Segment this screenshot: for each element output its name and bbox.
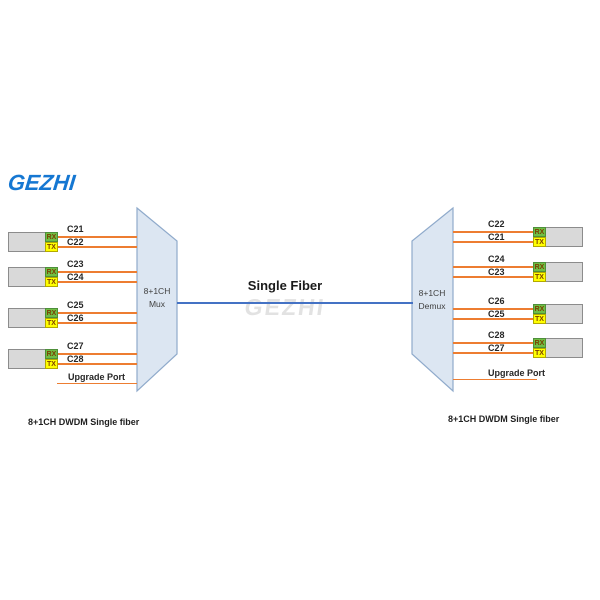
tx-port: TX (45, 318, 58, 328)
channel-line-tx (58, 281, 137, 283)
channel-line-tx (453, 276, 533, 278)
rx-port: RX (45, 232, 58, 242)
channel-line-rx (453, 266, 533, 268)
left-transceiver-row: RX TX C23 C24 (8, 259, 137, 287)
channel-line-rx (453, 231, 533, 233)
channel-label: C23 (67, 258, 84, 269)
rx-port: RX (533, 227, 546, 237)
rx-port: RX (533, 304, 546, 314)
transceiver-module: RX TX (533, 227, 583, 247)
channel-line-rx (58, 312, 137, 314)
channel-line-tx (453, 318, 533, 320)
right-caption: 8+1CH DWDM Single fiber (448, 414, 560, 424)
upgrade-port-label: Upgrade Port (68, 372, 126, 382)
tx-port: TX (533, 314, 546, 324)
transceiver-module: RX TX (8, 267, 58, 287)
rx-port: RX (533, 262, 546, 272)
demux-trapezoid (411, 206, 454, 393)
channel-label: C25 (67, 299, 84, 310)
channel-line-tx (58, 363, 137, 365)
channel-label: C28 (67, 353, 84, 364)
right-transceiver-row: RX TX C22 C21 (453, 219, 583, 247)
mux-title-line1: 8+1CH (143, 286, 171, 296)
upgrade-port-label: Upgrade Port (488, 368, 546, 378)
channel-line-rx (58, 353, 137, 355)
left-transceiver-row: RX TX C25 C26 (8, 300, 137, 328)
channel-label: C21 (488, 231, 505, 242)
channel-line-rx (58, 271, 137, 273)
upgrade-port-line (453, 378, 537, 380)
single-fiber-label: Single Fiber (247, 278, 323, 293)
tx-port: TX (533, 272, 546, 282)
channel-label: C22 (67, 236, 84, 247)
rx-port: RX (45, 267, 58, 277)
channel-label: C24 (488, 253, 505, 264)
channel-line-tx (453, 352, 533, 354)
mux-title-line2: Mux (148, 298, 166, 309)
transceiver-module: RX TX (533, 338, 583, 358)
right-transceiver-row: RX TX C28 C27 (453, 330, 583, 358)
channel-label: C25 (488, 308, 505, 319)
rx-port: RX (45, 349, 58, 359)
left-transceiver-row: RX TX C27 C28 (8, 341, 137, 369)
rx-port: RX (45, 308, 58, 318)
channel-label: C27 (67, 340, 84, 351)
rx-port: RX (533, 338, 546, 348)
channel-line-rx (453, 342, 533, 344)
demux-title-line2: Demux (418, 300, 446, 311)
channel-line-tx (58, 322, 137, 324)
channel-line-rx (453, 308, 533, 310)
upgrade-port-line (57, 382, 137, 384)
tx-port: TX (45, 359, 58, 369)
left-transceiver-row: RX TX C21 C22 (8, 224, 137, 252)
channel-label: C21 (67, 223, 84, 234)
tx-port: TX (45, 242, 58, 252)
demux-title-line1: 8+1CH (418, 288, 446, 298)
channel-label: C27 (488, 342, 505, 353)
transceiver-module: RX TX (8, 232, 58, 252)
right-transceiver-row: RX TX C24 C23 (453, 254, 583, 282)
channel-label: C26 (67, 312, 84, 323)
tx-port: TX (533, 348, 546, 358)
channel-label: C23 (488, 266, 505, 277)
channel-label: C26 (488, 295, 505, 306)
channel-line-tx (453, 241, 533, 243)
channel-line-tx (58, 246, 137, 248)
mux-title: 8+1CH Mux (137, 285, 177, 310)
transceiver-module: RX TX (8, 308, 58, 328)
mux-trapezoid (136, 206, 178, 393)
tx-port: TX (533, 237, 546, 247)
tx-port: TX (45, 277, 58, 287)
channel-line-rx (58, 236, 137, 238)
right-transceiver-row: RX TX C26 C25 (453, 296, 583, 324)
transceiver-module: RX TX (8, 349, 58, 369)
channel-label: C22 (488, 218, 505, 229)
transceiver-module: RX TX (533, 304, 583, 324)
single-fiber-line (177, 302, 413, 304)
left-caption: 8+1CH DWDM Single fiber (28, 417, 140, 427)
channel-label: C24 (67, 271, 84, 282)
channel-label: C28 (488, 329, 505, 340)
transceiver-module: RX TX (533, 262, 583, 282)
demux-title: 8+1CH Demux (406, 287, 458, 312)
